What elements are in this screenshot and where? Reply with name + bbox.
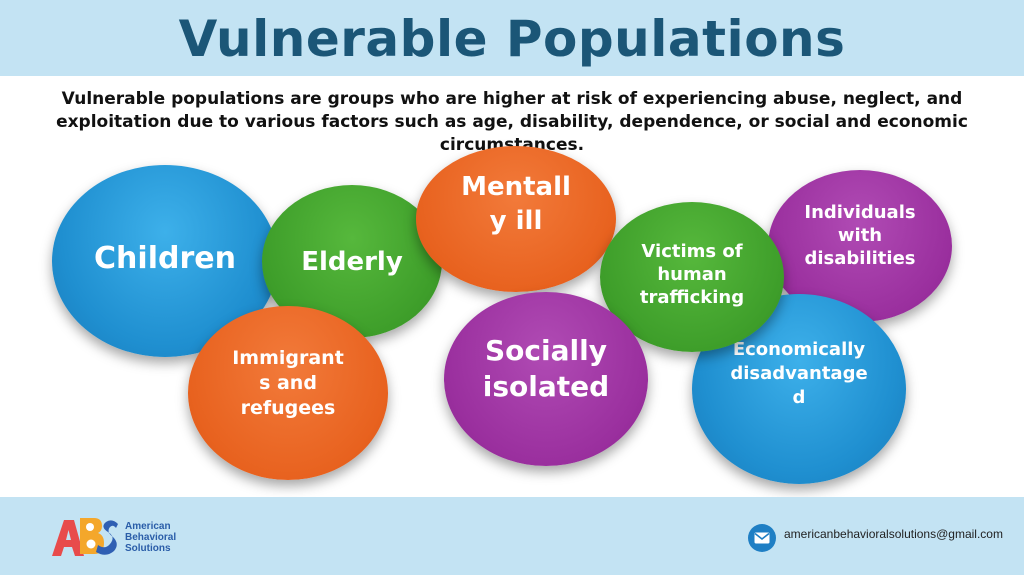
bubble-mentally-ill: Mentall y ill — [416, 146, 616, 292]
logo-line: American — [125, 521, 171, 532]
bubble-immigrants-and-refugees: Immigrant s and refugees — [188, 306, 388, 480]
footer-band — [0, 497, 1024, 575]
company-logo-icon — [52, 518, 118, 556]
bubble-label: Immigrant s and refugees — [232, 346, 344, 419]
bubble-label: Elderly — [301, 246, 403, 277]
logo-line: Solutions — [125, 543, 171, 554]
page-title: Vulnerable Populations — [178, 10, 846, 68]
bubble-victims-of-human-trafficking: Victims of human trafficking — [600, 202, 784, 352]
logo-line: Behavioral — [125, 532, 177, 543]
intro-text: Vulnerable populations are groups who ar… — [56, 89, 968, 155]
bubble-label: Victims of human trafficking — [639, 241, 745, 308]
bubble-label: Socially isolated — [482, 334, 610, 403]
envelope-icon — [748, 524, 776, 552]
bubble-label: Individuals with disabilities — [804, 201, 916, 269]
bubble-socially-isolated: Socially isolated — [444, 292, 648, 466]
bubble-disabilities: Individuals with disabilities — [768, 170, 952, 322]
company-logo-text: American Behavioral Solutions — [125, 521, 205, 554]
bubble-label: Mentall y ill — [461, 172, 571, 236]
bubble-children: Children — [52, 165, 278, 357]
contact-email[interactable]: americanbehavioralsolutions@gmail.com — [784, 527, 1003, 541]
bubble-label: Children — [94, 240, 236, 276]
header-band — [0, 0, 1024, 76]
bubble-label: Economically disadvantage d — [730, 339, 868, 408]
